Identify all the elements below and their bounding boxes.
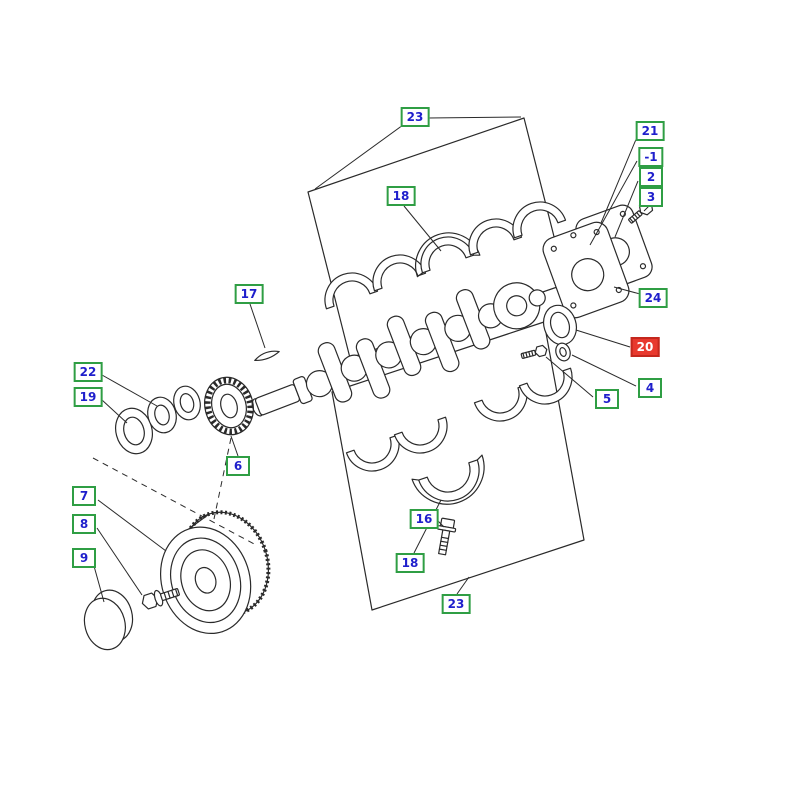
- callout-23-upper[interactable]: 23: [400, 107, 430, 127]
- callout-3[interactable]: 3: [639, 187, 663, 207]
- woodruff-key: [254, 350, 280, 362]
- thrust-washer: [147, 396, 177, 434]
- callout-8[interactable]: 8: [72, 514, 96, 534]
- rear-seal-retainer-plate: [542, 221, 630, 319]
- callout-19[interactable]: 19: [73, 387, 103, 407]
- crank-pulley: [159, 510, 271, 635]
- bearing-shell-lower: [393, 416, 455, 461]
- thrust-washer: [173, 385, 201, 421]
- callout-22[interactable]: 22: [73, 362, 103, 382]
- callout-4[interactable]: 4: [638, 378, 662, 398]
- bearing-shell-upper: [317, 265, 379, 310]
- upper-bearing-shells: [317, 194, 567, 310]
- callout-7[interactable]: 7: [72, 486, 96, 506]
- bearing-shell-lower: [518, 367, 580, 412]
- timing-gear: [204, 376, 254, 436]
- callout-18-lower[interactable]: 18: [395, 553, 425, 573]
- bearing-shell-upper: [505, 194, 567, 239]
- front-seal-ring: [115, 407, 153, 455]
- bearing-cap-flanged: [411, 454, 485, 505]
- callout-1[interactable]: -1: [638, 147, 664, 167]
- lower-bearing-shells: [345, 367, 580, 556]
- assembly-guide-lines: [92, 437, 259, 547]
- pulley-washer-disc: [83, 589, 134, 651]
- callout-21[interactable]: 21: [635, 121, 665, 141]
- callout-17[interactable]: 17: [234, 284, 264, 304]
- callout-24[interactable]: 24: [638, 288, 668, 308]
- callout-20-highlighted[interactable]: 20: [630, 337, 660, 357]
- lower-bearing-set-outline: [331, 321, 585, 611]
- callout-23-lower[interactable]: 23: [441, 594, 471, 614]
- callout-5[interactable]: 5: [595, 389, 619, 409]
- callout-18-upper[interactable]: 18: [386, 186, 416, 206]
- flange-washer: [555, 342, 571, 362]
- callout-2[interactable]: 2: [639, 167, 663, 187]
- callout-16[interactable]: 16: [409, 509, 439, 529]
- pulley-bolt: [141, 588, 180, 610]
- crankshaft-drawing: [251, 282, 546, 417]
- bearing-shell-upper: [461, 211, 523, 256]
- bearing-shell-upper: [365, 247, 427, 292]
- front-washers-and-seal: [115, 385, 201, 455]
- flange-bolt: [520, 344, 548, 359]
- bearing-cap-bolt: [436, 517, 457, 556]
- callout-9[interactable]: 9: [72, 548, 96, 568]
- bearing-shell-upper-flanged: [413, 229, 475, 274]
- callout-6[interactable]: 6: [226, 456, 250, 476]
